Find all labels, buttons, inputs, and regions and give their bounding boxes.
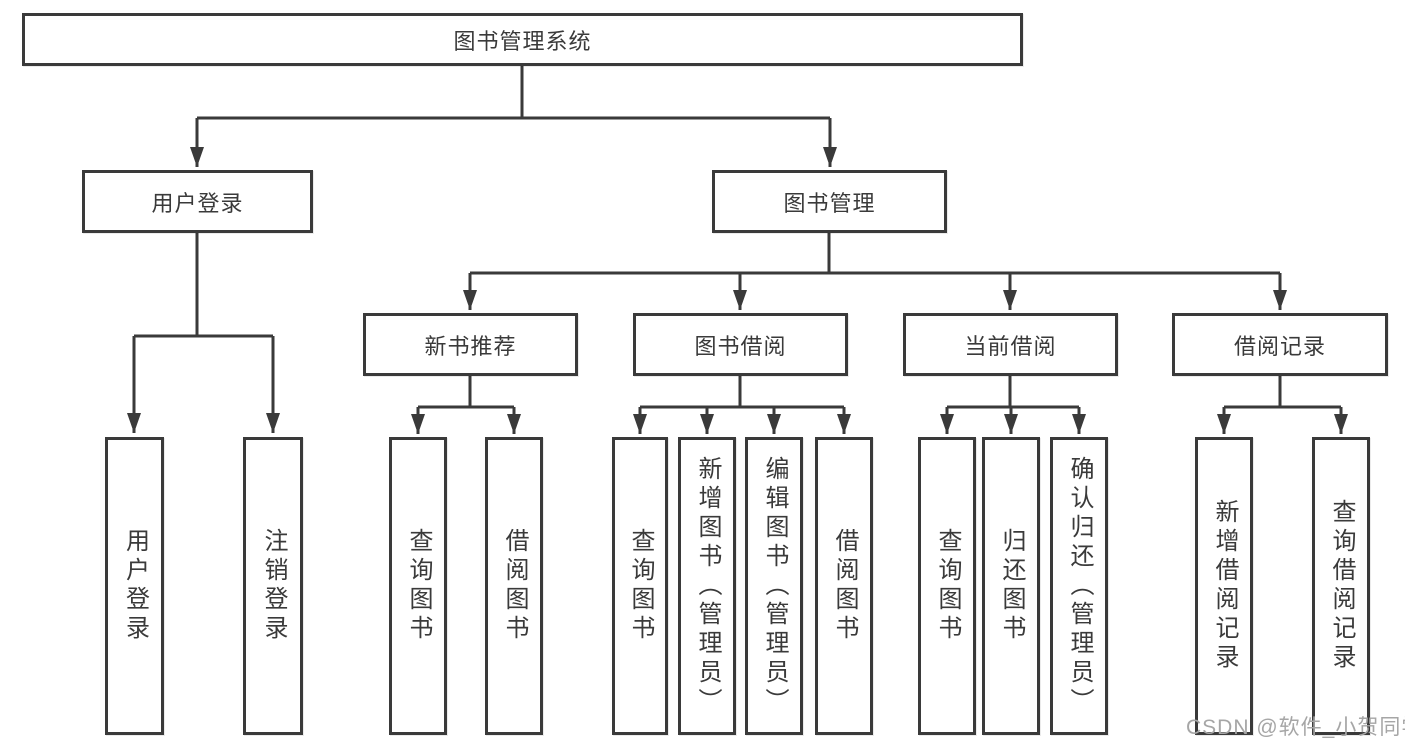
node-label: 查询借阅记录 xyxy=(1328,499,1355,673)
node-book-borrow: 图书借阅 xyxy=(633,313,848,376)
node-return-books: 归还图书 xyxy=(982,437,1040,735)
node-borrow-records: 借阅记录 xyxy=(1172,313,1388,376)
node-book-management: 图书管理 xyxy=(712,170,947,233)
node-add-book-admin: 新增图书（管理员） xyxy=(678,437,736,735)
node-label: 查询图书 xyxy=(405,528,432,644)
node-query-books-recommend: 查询图书 xyxy=(389,437,447,735)
node-query-books-current: 查询图书 xyxy=(918,437,976,735)
node-user-login: 用户登录 xyxy=(82,170,313,233)
node-library-system: 图书管理系统 xyxy=(22,13,1023,66)
node-label: 新增借阅记录 xyxy=(1211,499,1238,673)
csdn-watermark: CSDN @软件_小贺同学 xyxy=(1186,716,1405,739)
node-label: 编辑图书（管理员） xyxy=(761,455,788,717)
node-borrow-books-recommend: 借阅图书 xyxy=(485,437,543,735)
node-edit-book-admin: 编辑图书（管理员） xyxy=(745,437,803,735)
node-user-login-leaf: 用户登录 xyxy=(105,437,164,735)
node-add-borrow-record: 新增借阅记录 xyxy=(1195,437,1253,735)
node-label: 确认归还（管理员） xyxy=(1066,455,1093,717)
node-label: 借阅图书 xyxy=(831,528,858,644)
node-new-book-recommend: 新书推荐 xyxy=(363,313,578,376)
node-query-books-borrow: 查询图书 xyxy=(612,437,668,735)
node-label: 归还图书 xyxy=(998,528,1025,644)
node-label: 查询图书 xyxy=(934,528,961,644)
node-label: 用户登录 xyxy=(121,528,149,644)
node-current-borrow: 当前借阅 xyxy=(903,313,1118,376)
node-logout-leaf: 注销登录 xyxy=(243,437,303,735)
node-borrow-books-leaf: 借阅图书 xyxy=(815,437,873,735)
connector-shafts xyxy=(134,66,1341,409)
node-label: 借阅图书 xyxy=(501,528,528,644)
node-query-borrow-record: 查询借阅记录 xyxy=(1312,437,1370,735)
node-label: 新增图书（管理员） xyxy=(694,455,721,717)
node-confirm-return-admin: 确认归还（管理员） xyxy=(1050,437,1108,735)
node-label: 注销登录 xyxy=(260,528,287,644)
connector-arrows xyxy=(127,118,1348,434)
node-label: 查询图书 xyxy=(627,528,654,644)
